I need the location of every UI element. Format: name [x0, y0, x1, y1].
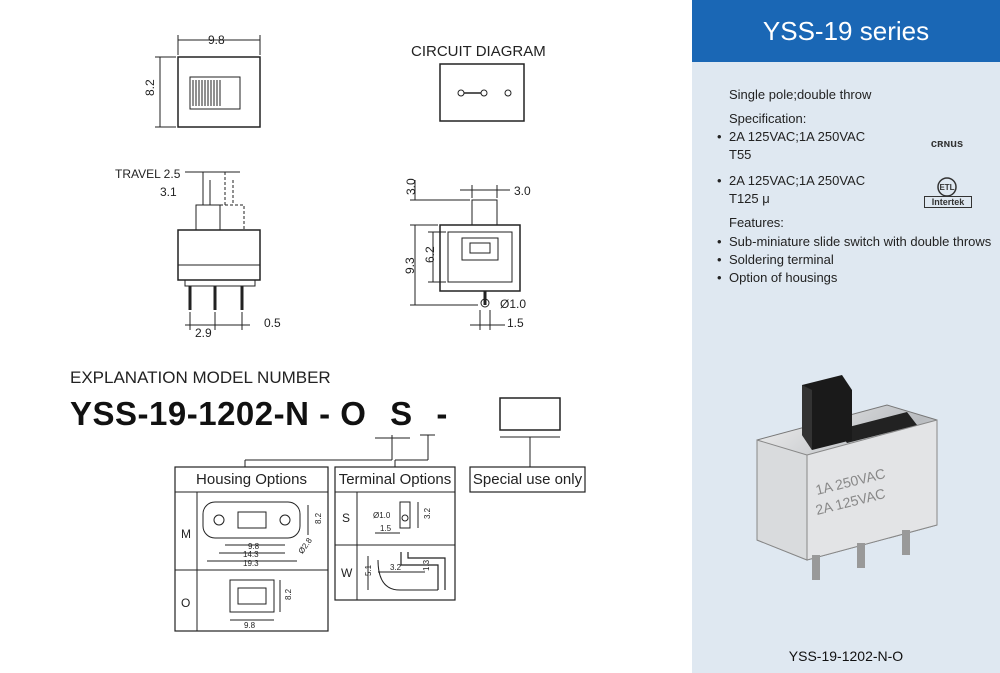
- explanation-title: EXPLANATION MODEL NUMBER: [70, 368, 331, 387]
- model-dash: -: [319, 395, 331, 432]
- feature-item: •Option of housings: [717, 270, 838, 285]
- housing-m-dim-14-3: 14.3: [243, 550, 259, 559]
- feature-text: Option of housings: [729, 270, 838, 285]
- series-title: YSS-19 series: [692, 0, 1000, 62]
- side-view-slider: [195, 204, 221, 231]
- spec-item: •2A 125VAC;1A 250VAC T125 μ: [717, 173, 866, 206]
- housing-options-title: Housing Options: [196, 471, 307, 488]
- spec-line: T125 μ: [729, 191, 770, 206]
- spec-line: 2A 125VAC;1A 250VAC: [729, 129, 866, 144]
- svg-text:ETL: ETL: [939, 183, 954, 192]
- specification-label: Specification:: [729, 111, 807, 126]
- info-panel: YSS-19 series Single pole;double throw S…: [692, 0, 1000, 673]
- spec-item: •2A 125VAC;1A 250VAC T55: [717, 129, 866, 162]
- ul-logo-icon: cʀɴus: [930, 138, 964, 150]
- special-use-table: [469, 466, 586, 493]
- dim-1-5: 1.5: [507, 316, 524, 330]
- housing-m-dim-19-3: 19.3: [243, 559, 259, 568]
- model-dash: -: [436, 395, 448, 432]
- dim-3-1: 3.1: [160, 185, 177, 199]
- housing-m-dim-9-8: 9.8: [248, 542, 260, 551]
- terminal-hole: [480, 298, 490, 308]
- circuit-box: [439, 63, 525, 122]
- terminal-w-dim-1-3: 1.3: [422, 559, 431, 571]
- terminal-s-dim-hole: Ø1.0: [373, 511, 391, 520]
- terminal-row-w: W: [341, 566, 353, 580]
- etl-logo-icon: ETL: [937, 177, 957, 197]
- model-number: YSS-19-1202-N - O S -: [70, 395, 448, 433]
- terminal-w-dim-3-2: 3.2: [390, 563, 402, 572]
- dim-9-3: 9.3: [403, 257, 417, 274]
- feature-item: •Soldering terminal: [717, 252, 834, 267]
- terminal-s-dim-1-5: 1.5: [380, 524, 392, 533]
- terminal-options-title: Terminal Options: [338, 471, 452, 488]
- photo-caption: YSS-19-1202-N-O: [788, 648, 904, 664]
- spec-line: T55: [729, 147, 752, 162]
- feature-text: Soldering terminal: [729, 252, 834, 267]
- special-use-box: [499, 397, 561, 431]
- slider-ribs: [192, 80, 221, 106]
- terminal-options-table: [334, 466, 456, 601]
- dim-0-5: 0.5: [264, 316, 281, 330]
- feature-item: •Sub-miniature slide switch with double …: [717, 234, 992, 249]
- side-view-body: [177, 229, 261, 281]
- dim-top-height: 8.2: [143, 79, 157, 96]
- product-photo: 1A 250VAC 2A 125VAC: [756, 375, 938, 580]
- terminal-w-dim-5-1: 5.1: [364, 564, 373, 576]
- top-view-slider: [189, 76, 241, 110]
- end-view-body: [439, 224, 521, 292]
- features-label: Features:: [729, 215, 784, 230]
- dim-top-width: 9.8: [208, 33, 225, 47]
- housing-options-table: [174, 466, 329, 632]
- housing-row-o: O: [181, 596, 191, 610]
- model-base: YSS-19-1202-N: [70, 395, 310, 432]
- dim-travel: TRAVEL 2.5: [115, 167, 181, 181]
- housing-m-dim-hole: Ø2.8: [297, 536, 315, 556]
- model-housing-code: O: [340, 395, 367, 432]
- circuit-diagram-title: CIRCUIT DIAGRAM: [411, 43, 546, 60]
- housing-o-dim-9-8: 9.8: [244, 621, 256, 630]
- end-view-slider: [471, 199, 498, 226]
- drawing-panel: 9.8 8.2 TRAVEL 2.5 3.1 2.9 0.5 3.0 3.0 6…: [70, 33, 586, 632]
- intertek-label: Intertek: [924, 196, 972, 208]
- dim-hole-diameter: Ø1.0: [500, 297, 526, 311]
- spec-line: 2A 125VAC;1A 250VAC: [729, 173, 866, 188]
- description: Single pole;double throw: [729, 87, 872, 102]
- top-view-outline: [177, 56, 261, 128]
- special-use-title: Special use only: [472, 471, 583, 488]
- model-terminal-code: S: [390, 395, 413, 432]
- terminal-s-dim-3-2: 3.2: [423, 507, 432, 519]
- dim-6-2: 6.2: [423, 246, 437, 263]
- dim-3-0-vertical: 3.0: [404, 178, 418, 195]
- dim-2-9: 2.9: [195, 326, 212, 340]
- housing-o-dim-8-2: 8.2: [284, 588, 293, 600]
- housing-row-m: M: [181, 527, 191, 541]
- technical-drawings: 9.8 8.2 TRAVEL 2.5 3.1 2.9 0.5 3.0 3.0 6…: [115, 33, 586, 632]
- terminal-row-s: S: [342, 511, 351, 525]
- housing-m-dim-8-2: 8.2: [314, 512, 323, 524]
- feature-text: Sub-miniature slide switch with double t…: [729, 234, 992, 249]
- dim-3-0-horizontal: 3.0: [514, 184, 531, 198]
